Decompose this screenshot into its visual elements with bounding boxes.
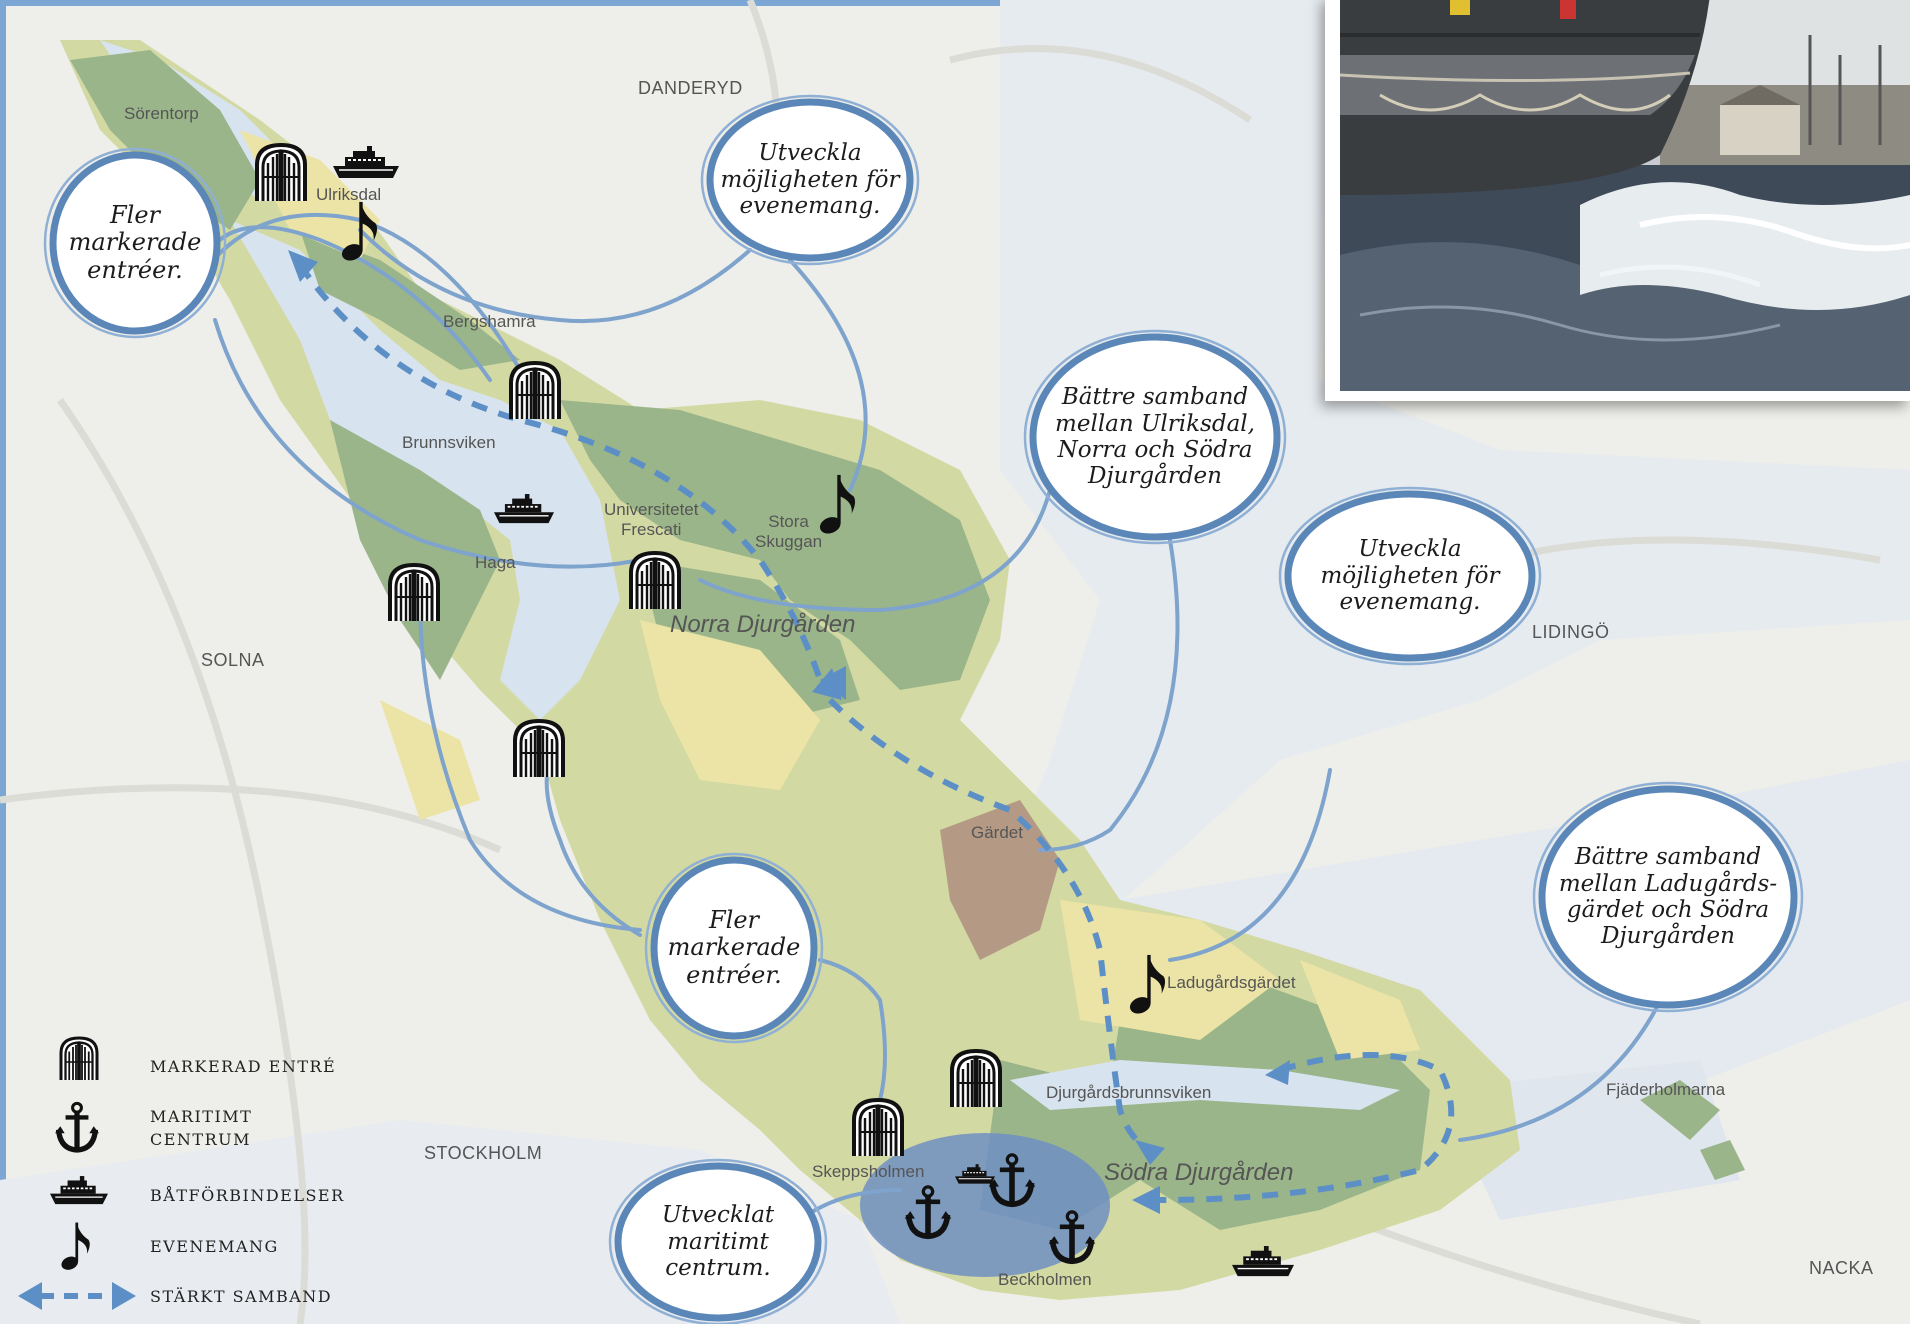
- gate-icon: [515, 721, 563, 777]
- ship-photo: [1325, 0, 1910, 401]
- callout-utvecklat-maritimt: Utvecklat maritimt centrum.: [661, 1202, 775, 1282]
- legend-label-samband: STÄRKT SAMBAND: [150, 1287, 333, 1306]
- region-label-danderyd: DANDERYD: [638, 78, 743, 98]
- area-label-norra-djurgarden: Norra Djurgården: [670, 611, 856, 638]
- place-label-bergshamra: Bergshamra: [443, 312, 536, 331]
- callout-battre-samband-ladugard: Bättre samband mellan Ladugårds- gärdet …: [1558, 844, 1778, 950]
- place-label-skeppsholmen: Skeppsholmen: [812, 1162, 925, 1181]
- place-label-fjaderholmarna: Fjäderholmarna: [1606, 1080, 1726, 1099]
- callout-utveckla-evenemang-top: Utveckla möjligheten för evenemang.: [720, 140, 900, 220]
- dashed-arrow-icon: [18, 1282, 136, 1310]
- place-label-ladugardsgardet: Ladugårdsgärdet: [1167, 973, 1296, 992]
- place-label-sorentorp: Sörentorp: [124, 104, 199, 123]
- gate-icon: [511, 363, 559, 419]
- region-label-solna: SOLNA: [201, 650, 265, 670]
- callout-battre-samband-ulriksdal: Bättre samband mellan Ulriksdal, Norra o…: [1055, 384, 1255, 490]
- gate-icon: [59, 1036, 99, 1082]
- region-label-stockholm: STOCKHOLM: [424, 1143, 543, 1163]
- gate-icon: [952, 1051, 1000, 1107]
- gate-icon: [631, 553, 679, 609]
- region-label-lidingo: LIDINGÖ: [1532, 622, 1610, 642]
- place-label-djurgardsbrunnsviken: Djurgårdsbrunnsviken: [1046, 1083, 1212, 1102]
- place-label-beckholmen: Beckholmen: [998, 1270, 1092, 1289]
- gate-icon: [257, 145, 305, 201]
- region-label-nacka: NACKA: [1809, 1258, 1874, 1278]
- place-label-universitetet: Universitetet Frescati: [604, 500, 699, 539]
- gate-icon: [854, 1100, 902, 1156]
- place-label-haga: Haga: [475, 553, 516, 572]
- place-label-ulriksdal: Ulriksdal: [316, 185, 382, 204]
- legend-label-evenemang: EVENEMANG: [150, 1237, 279, 1256]
- place-label-gardet: Gärdet: [971, 823, 1023, 842]
- legend-label-maritimt: MARITIMT CENTRUM: [150, 1107, 253, 1150]
- legend-label-bat: BÅTFÖRBINDELSER: [150, 1186, 345, 1205]
- legend-label-entre: MARKERAD ENTRÉ: [150, 1057, 337, 1076]
- place-label-brunnsviken: Brunnsviken: [402, 433, 496, 452]
- place-label-stora-skuggan: Stora Skuggan: [755, 512, 823, 551]
- callout-fler-markerade-top: Fler markerade entréer.: [68, 200, 202, 284]
- callout-utveckla-evenemang-right: Utveckla möjligheten för evenemang.: [1320, 536, 1500, 616]
- gate-icon: [390, 565, 438, 621]
- area-label-sodra-djurgarden: Södra Djurgården: [1104, 1159, 1294, 1186]
- callout-fler-markerade-mid: Fler markerade entréer.: [667, 905, 801, 989]
